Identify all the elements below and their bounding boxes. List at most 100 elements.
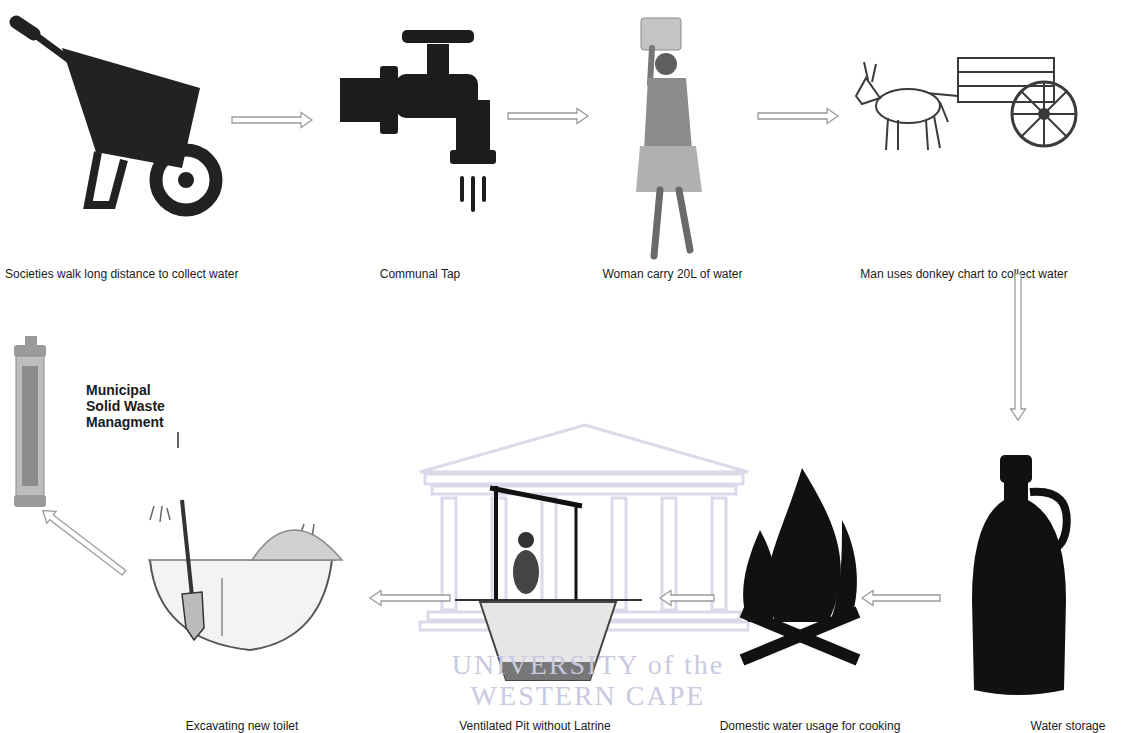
water-drop — [460, 178, 464, 200]
person-body — [513, 550, 539, 594]
entablature — [432, 486, 736, 494]
step-caption: Water storage — [1018, 719, 1118, 733]
bottle-cap — [1000, 455, 1032, 483]
watermark-text: WESTERN CAPE — [388, 681, 788, 711]
step-caption: Communal Tap — [320, 267, 520, 281]
log — [742, 612, 858, 660]
waste-bin-step: Municipal Solid Waste Managment — [14, 342, 46, 507]
fire-icon — [742, 468, 858, 660]
donkey-head — [856, 78, 880, 104]
dirt-mound — [252, 530, 342, 560]
step-caption: Man uses donkey chart to collect water — [844, 267, 1084, 281]
column — [612, 498, 626, 610]
step-caption: Domestic water usage for cooking — [700, 719, 920, 733]
bin-tab — [25, 336, 37, 346]
flame — [830, 520, 857, 622]
flow-arrow — [43, 511, 126, 576]
column — [542, 498, 556, 610]
spade-handle — [182, 500, 192, 596]
head — [655, 53, 677, 75]
bottle-icon — [972, 455, 1067, 695]
leg — [679, 190, 690, 250]
storage-step: Water storage — [968, 452, 1068, 697]
excavation-icon — [148, 500, 342, 650]
step-caption: Ventilated Pit without Latrine — [435, 719, 635, 733]
donkey-body — [876, 89, 940, 123]
handle — [402, 30, 474, 43]
woman-icon — [636, 18, 702, 256]
wheel — [156, 150, 216, 210]
flow-arrow — [232, 113, 312, 128]
donkey-tail — [940, 102, 948, 122]
leg — [654, 190, 660, 256]
person-head — [518, 532, 534, 548]
step-caption: Woman carry 20L of water — [570, 267, 775, 281]
stem — [427, 44, 449, 76]
cart-slat — [958, 85, 1054, 87]
hole — [150, 560, 332, 650]
water-drop — [482, 178, 486, 200]
cooking-step: Domestic water usage for cooking — [735, 465, 860, 665]
post — [575, 505, 578, 600]
donkey-legs — [886, 116, 940, 150]
cart-slat — [958, 71, 1054, 73]
flame — [767, 468, 841, 622]
torso — [644, 78, 692, 150]
donkey-ears — [864, 62, 876, 82]
spout — [456, 100, 490, 152]
tap-step: Communal Tap — [340, 18, 500, 213]
nozzle — [450, 150, 496, 164]
bottle-body — [972, 500, 1066, 695]
donkey-cart-step: Man uses donkey chart to collect water — [850, 45, 1078, 155]
column — [442, 498, 456, 610]
bin-body — [16, 356, 44, 496]
step-caption: Excavating new toilet — [152, 719, 332, 733]
bottle-neck — [1004, 481, 1028, 501]
ground-line — [455, 599, 642, 601]
watermark-building — [420, 425, 748, 630]
cart-wheel — [1012, 82, 1076, 146]
wheel-spokes — [1012, 82, 1076, 146]
pipe — [340, 78, 384, 122]
cart-box — [958, 58, 1054, 102]
donkey-cart-icon — [856, 58, 1076, 150]
flow-arrow — [758, 109, 838, 124]
log — [742, 612, 858, 660]
flow-arrow — [862, 591, 940, 606]
skirt — [636, 146, 702, 192]
bin-stripe — [22, 366, 38, 486]
watermark-text: UNIVERSITY of the — [388, 650, 788, 680]
step-caption: Societies walk long distance to collect … — [5, 267, 225, 281]
step-caption: Municipal Solid Waste Managment — [86, 382, 178, 430]
column — [662, 498, 676, 610]
hub — [178, 172, 194, 188]
bin-base — [14, 495, 46, 507]
excavation-step: Excavating new toilet — [140, 495, 345, 655]
water-container — [641, 18, 681, 50]
handle-grip — [16, 22, 34, 34]
roof-beam — [490, 488, 582, 506]
bin-cap — [14, 345, 46, 357]
spade-blade — [182, 592, 204, 640]
waste-bin-icon — [14, 336, 178, 507]
tap-icon — [340, 30, 496, 210]
wheelbarrow-step: Societies walk long distance to collect … — [10, 15, 220, 220]
entablature — [425, 474, 743, 484]
flow-arrow — [660, 591, 714, 606]
leg — [88, 152, 124, 205]
flange — [380, 66, 398, 134]
water-drop — [471, 178, 475, 210]
pediment — [420, 425, 748, 472]
bottle-handle — [1030, 492, 1067, 549]
flow-arrow — [508, 109, 588, 124]
wheelbarrow-icon — [16, 22, 216, 210]
depth-mark — [222, 578, 223, 636]
flow-arrow — [1011, 274, 1026, 420]
tick-mark — [177, 432, 179, 448]
column — [712, 498, 726, 610]
carry-step: Woman carry 20L of water — [615, 18, 730, 268]
pit-step: Ventilated Pit without Latrine — [455, 478, 645, 683]
